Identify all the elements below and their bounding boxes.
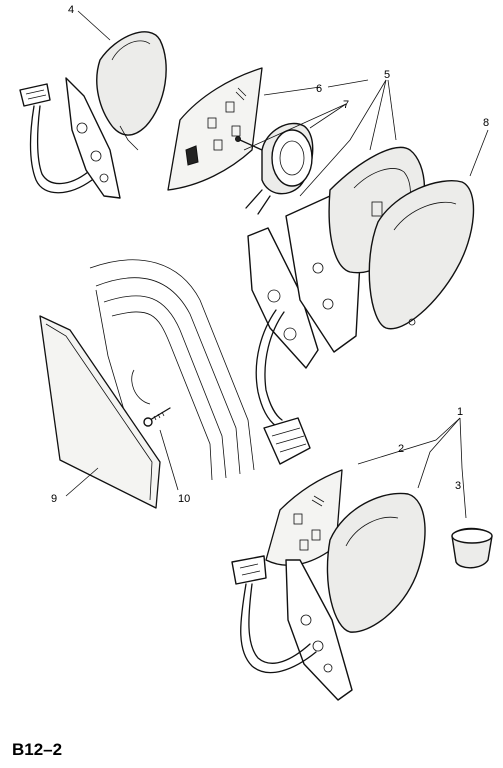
inner-trim-cover: [39, 315, 161, 509]
callout-6: 6: [316, 83, 322, 95]
callout-10: 10: [178, 493, 190, 505]
top-left-mirror-assembly: [19, 31, 167, 199]
callout-labels: 1 2 3 4 5 6 7 8 9 10: [51, 4, 489, 505]
callout-9: 9: [51, 493, 57, 505]
figure-code: B12–2: [12, 740, 63, 759]
callout-8: 8: [483, 117, 489, 129]
mirror-cover: [368, 180, 475, 330]
screw: [143, 407, 171, 427]
callout-3: 3: [455, 480, 461, 492]
callout-5: 5: [384, 69, 390, 81]
lower-mirror-assembly: [231, 469, 426, 701]
upper-mirror-glass: [167, 67, 263, 191]
adjuster-motor: [235, 122, 314, 215]
leader-lines: [65, 10, 489, 519]
callout-1: 1: [457, 406, 463, 418]
cap: [451, 527, 493, 569]
callout-7: 7: [343, 99, 349, 111]
callout-4: 4: [68, 4, 74, 16]
callout-2: 2: [398, 443, 404, 455]
